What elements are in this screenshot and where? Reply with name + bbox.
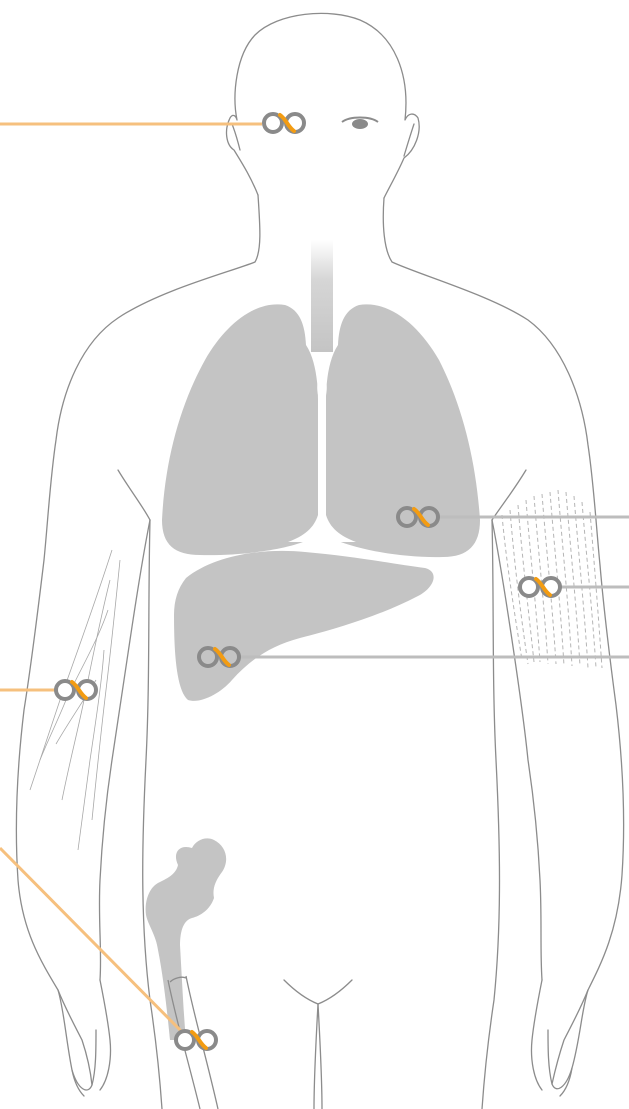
- marker-femur-bone[interactable]: [176, 1031, 216, 1049]
- femur: [146, 838, 227, 1040]
- head-outline: [227, 13, 420, 198]
- trachea: [311, 240, 333, 352]
- infinity-link-icon: [176, 1031, 216, 1049]
- infinity-link-icon: [264, 114, 304, 132]
- liver: [174, 551, 434, 701]
- right-shoulder-outline: [383, 198, 623, 1089]
- left-lung: [162, 304, 320, 555]
- infinity-link-icon: [56, 681, 96, 699]
- infinity-link-icon: [520, 578, 560, 596]
- eye-right: [342, 118, 378, 130]
- marker-forearm-vessels[interactable]: [56, 681, 96, 699]
- marker-arm-muscle[interactable]: [520, 578, 560, 596]
- marker-eye[interactable]: [264, 114, 304, 132]
